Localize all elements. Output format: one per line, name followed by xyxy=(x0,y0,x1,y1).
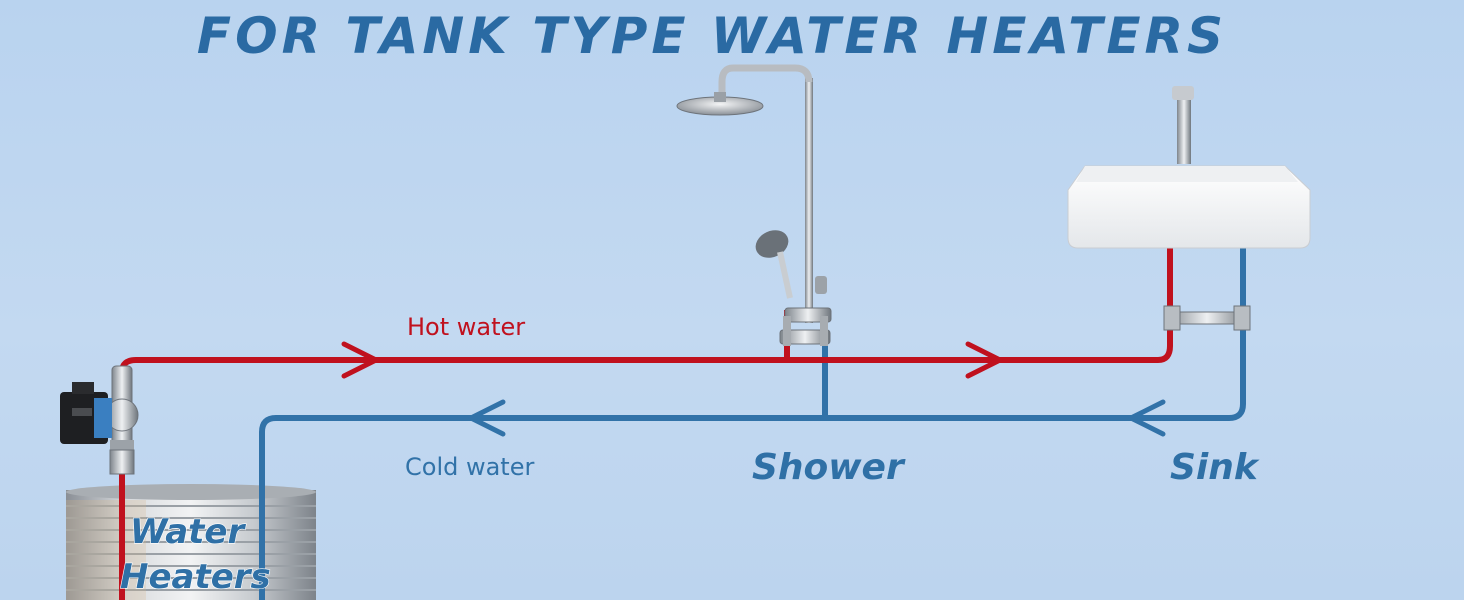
diagram-title: FOR TANK TYPE WATER HEATERS xyxy=(197,7,1227,65)
water-heater-label-line2: Heaters xyxy=(120,557,271,597)
shower-label: Shower xyxy=(752,447,906,488)
cold-flow-arrow-icon xyxy=(1128,399,1166,437)
cold-water-label: Cold water xyxy=(405,453,534,481)
cold-flow-arrow-icon xyxy=(468,399,506,437)
cold-water-pipe xyxy=(259,248,1246,600)
hot-flow-arrow-icon xyxy=(341,341,379,379)
pump-icon xyxy=(60,365,139,475)
hot-flow-arrow-icon xyxy=(965,341,1003,379)
water-heater-label-line1: Water xyxy=(130,512,246,552)
shower-fixture-icon xyxy=(676,64,832,346)
water-heater-tank-icon xyxy=(66,484,316,600)
sink-label: Sink xyxy=(1170,447,1260,488)
sink-basin-icon xyxy=(1067,86,1311,331)
hot-water-label: Hot water xyxy=(407,313,525,341)
